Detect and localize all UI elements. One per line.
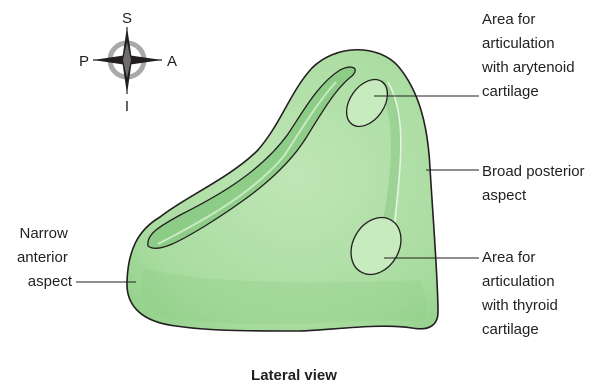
arytenoid-label-line: Area for xyxy=(482,11,535,28)
thyroid-label-line: Area for xyxy=(482,249,535,266)
compass-anterior-label: A xyxy=(167,53,177,70)
posterior-aspect-label: Broad posterior aspect xyxy=(482,163,589,204)
anterior-label-line: Narrow xyxy=(19,225,68,242)
anterior-aspect-label: Narrow anterior aspect xyxy=(17,225,73,290)
thyroid-label-line: articulation xyxy=(482,273,555,290)
anterior-label-line: aspect xyxy=(28,273,73,290)
cricoid-cartilage-shape xyxy=(127,50,438,331)
compass-inferior-label: I xyxy=(125,98,129,115)
arytenoid-label-line: articulation xyxy=(482,35,555,52)
orientation-compass-icon xyxy=(93,27,162,94)
thyroid-label-line: cartilage xyxy=(482,321,539,338)
thyroid-label-line: with thyroid xyxy=(481,297,558,314)
anterior-label-line: anterior xyxy=(17,249,68,266)
thyroid-area-label: Area for articulation with thyroid carti… xyxy=(481,249,562,338)
posterior-label-line: Broad posterior xyxy=(482,163,585,180)
compass-posterior-label: P xyxy=(79,53,89,70)
arytenoid-label-line: with arytenoid xyxy=(481,59,575,76)
arytenoid-area-label: Area for articulation with arytenoid car… xyxy=(481,11,579,100)
posterior-label-line: aspect xyxy=(482,187,527,204)
arytenoid-label-line: cartilage xyxy=(482,83,539,100)
compass-superior-label: S xyxy=(122,10,132,27)
figure-caption: Lateral view xyxy=(251,367,337,384)
